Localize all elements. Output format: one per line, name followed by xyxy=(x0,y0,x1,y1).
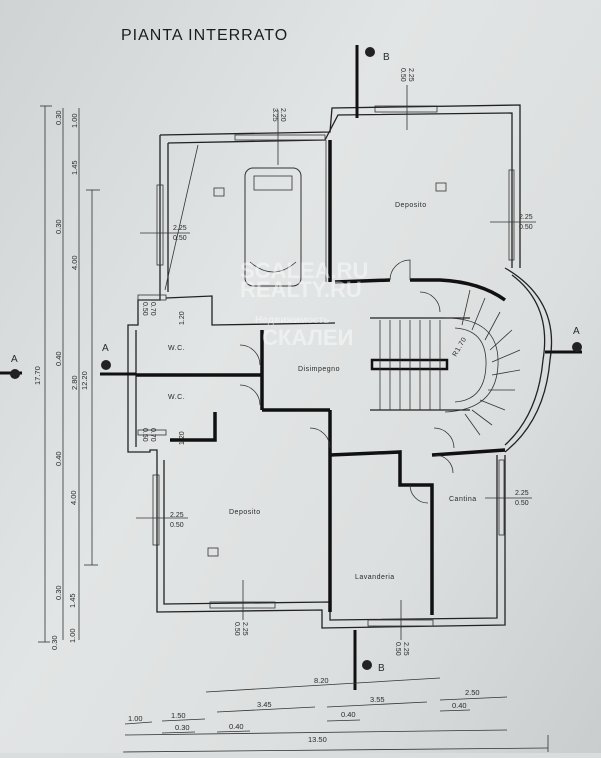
dimension-label: 0.50 xyxy=(515,500,529,507)
dimension-label: 17.70 xyxy=(33,366,42,385)
dimension-label: 0.50 xyxy=(141,428,148,442)
section-a-left: A A xyxy=(0,343,136,379)
plan-title: PIANTA INTERRATO xyxy=(121,27,288,44)
section-label-b-top: B xyxy=(383,52,390,63)
svg-text:REALTY.RU: REALTY.RU xyxy=(240,277,362,302)
svg-text:Недвижимость: Недвижимость xyxy=(255,315,330,326)
dimension-label: 1.45 xyxy=(70,160,79,175)
dimension-label: 0.30 xyxy=(175,723,190,732)
room-wc-bottom: W.C. xyxy=(168,394,185,401)
dimension-label: 1.00 xyxy=(128,714,143,723)
room-labels: Deposito Deposito Disimpegno W.C. W.C. C… xyxy=(168,202,477,581)
section-label-a-inner: A xyxy=(102,343,109,354)
room-wc-top: W.C. xyxy=(168,345,185,352)
section-b-bottom: B xyxy=(353,630,385,690)
watermark: SCALEA.RU REALTY.RU Недвижимость СКАЛЕИ xyxy=(240,258,368,350)
dimension-label: 0.40 xyxy=(452,701,467,710)
room-deposito-bottom: Deposito xyxy=(229,509,261,516)
dimension-label: 1.00 xyxy=(70,113,79,128)
dimension-label: 2.50 xyxy=(465,688,480,697)
room-disimpegno: Disimpegno xyxy=(298,366,340,373)
room-lavanderia: Lavanderia xyxy=(355,574,395,581)
dimension-label: 12.20 xyxy=(80,371,89,390)
dimension-label: 0.50 xyxy=(519,224,533,231)
dimensions-bottom: 8.20 1.00 1.50 0.30 3.45 0.40 3.55 0.40 … xyxy=(122,676,549,753)
interior-walls xyxy=(136,140,507,615)
dimension-label: 0.40 xyxy=(54,351,63,366)
car-symbol xyxy=(164,144,302,291)
stairs xyxy=(379,289,521,436)
section-a-right: A xyxy=(545,326,582,354)
dimension-label: 2.25 xyxy=(173,225,187,232)
stair-radius: R1.70 xyxy=(452,336,469,358)
dimension-label: 0.30 xyxy=(54,585,63,600)
dimension-label: 3.25 xyxy=(271,108,278,122)
dimension-label: 2.25 xyxy=(407,68,414,82)
section-label-a-outer: A xyxy=(11,354,18,365)
section-label-b-bottom: B xyxy=(378,663,385,674)
dimension-label: 0.50 xyxy=(394,642,401,656)
dimension-label: 1.45 xyxy=(68,593,77,608)
doors xyxy=(239,259,455,504)
dimension-label: 4.00 xyxy=(69,490,78,505)
dimension-label: 3.45 xyxy=(257,700,272,709)
dimension-label: 2.25 xyxy=(402,642,409,656)
dimension-label: 8.20 xyxy=(314,676,329,685)
dimension-label: 1.00 xyxy=(68,628,77,643)
dimension-label: 2.25 xyxy=(170,512,184,519)
dimension-label: 1.50 xyxy=(171,711,186,720)
dimension-label: 0.70 xyxy=(149,428,156,442)
dimension-label: 0.30 xyxy=(50,635,59,650)
dimension-label: 1.20 xyxy=(179,311,186,325)
window-labels: 2.203.25 2.250.50 2.250.50 2.250.50 2.25… xyxy=(136,68,536,656)
dimension-label: 1.20 xyxy=(179,431,186,445)
dimension-label: 0.40 xyxy=(54,451,63,466)
section-label-a-right: A xyxy=(573,326,580,337)
dimension-label: 2.25 xyxy=(515,490,529,497)
room-cantina: Cantina xyxy=(449,496,477,503)
dimension-label: 13.50 xyxy=(308,735,327,744)
dimension-label: 0.50 xyxy=(233,622,240,636)
dimension-label: 2.25 xyxy=(241,622,248,636)
dimension-label: 0.70 xyxy=(149,302,156,316)
dimension-label: 0.40 xyxy=(341,710,356,719)
svg-text:СКАЛЕИ: СКАЛЕИ xyxy=(262,325,353,350)
drains xyxy=(207,182,447,557)
dimension-label: 0.50 xyxy=(170,522,184,529)
svg-text:SCALEA.RU: SCALEA.RU xyxy=(240,258,368,283)
dimensions-left: 17.70 12.20 0.30 0.30 0.40 0.40 0.30 0.3… xyxy=(33,105,100,650)
dimension-label: 2.80 xyxy=(70,375,79,390)
dimension-label: 0.50 xyxy=(173,235,187,242)
section-b-top: B xyxy=(355,45,390,118)
dimension-label: 0.50 xyxy=(141,302,148,316)
dimension-label: 2.25 xyxy=(519,214,533,221)
dimension-label: 3.55 xyxy=(370,695,385,704)
dimension-label: 0.40 xyxy=(229,722,244,731)
dimension-label: 4.00 xyxy=(70,255,79,270)
dimension-label: 0.30 xyxy=(54,219,63,234)
dimension-label: 0.30 xyxy=(54,110,63,125)
windows xyxy=(137,105,515,627)
dimension-label: 2.20 xyxy=(279,108,286,122)
room-deposito-top: Deposito xyxy=(395,202,427,209)
dimension-label: 0.50 xyxy=(399,68,406,82)
